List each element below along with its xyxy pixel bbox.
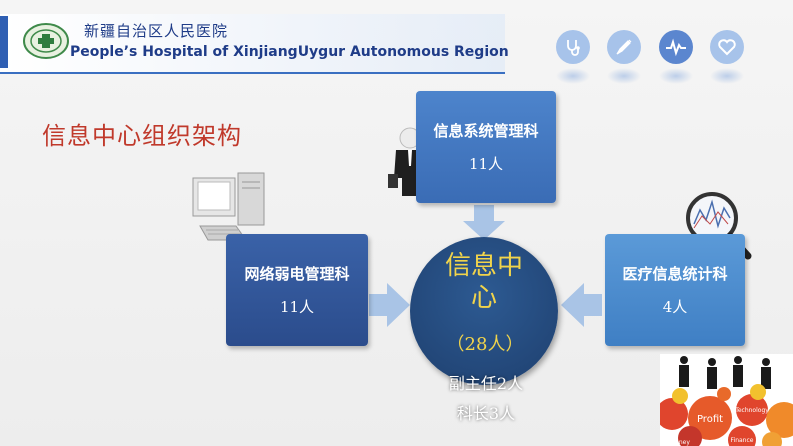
dept-name: 医疗信息统计科 (622, 265, 728, 283)
dept-count: 4人 (662, 298, 688, 316)
center-node (410, 237, 558, 385)
arrow-right (369, 283, 410, 327)
computer-icon (192, 172, 265, 241)
center-section-chiefs: 科长3人 (456, 404, 516, 423)
header-bar (0, 14, 505, 74)
center-deputy-directors: 副主任2人 (448, 374, 524, 393)
dept-name: 网络弱电管理科 (244, 265, 350, 283)
dept-statistics: 医疗信息统计科 4人 (605, 234, 745, 346)
arrow-left (561, 283, 602, 327)
photo-label-profit: Profit (697, 414, 723, 425)
arrow-down (463, 205, 505, 240)
dept-info-systems: 信息系统管理科 11人 (416, 91, 556, 203)
icon-reflection (556, 68, 590, 84)
business-photo: Profit Technology Finance Money (660, 354, 793, 446)
dept-network: 网络弱电管理科 11人 (226, 234, 368, 346)
hospital-name-cn: 新疆自治区人民医院 (84, 22, 229, 40)
heartbeat-icon (659, 30, 693, 64)
center-total: （28人） (446, 334, 524, 355)
hospital-logo (23, 23, 69, 59)
hospital-name-en: People’s Hospital of XinjiangUygur Auton… (70, 44, 509, 60)
dept-count: 11人 (468, 155, 504, 173)
photo-label-finance: Finance (731, 437, 754, 444)
icon-reflection (710, 68, 744, 84)
syringe-icon (607, 30, 641, 64)
stethoscope-icon (556, 30, 590, 64)
dept-count: 11人 (279, 298, 315, 316)
page-title: 信息中心组织架构 (42, 122, 242, 150)
icon-reflection (659, 68, 693, 84)
heart-icon (710, 30, 744, 64)
center-title: 信息中心 (444, 251, 523, 313)
header-stripe (0, 16, 8, 68)
icon-reflection (607, 68, 641, 84)
photo-label-money: Money (670, 439, 690, 446)
photo-label-technology: Technology (734, 407, 769, 414)
dept-name: 信息系统管理科 (433, 122, 539, 140)
